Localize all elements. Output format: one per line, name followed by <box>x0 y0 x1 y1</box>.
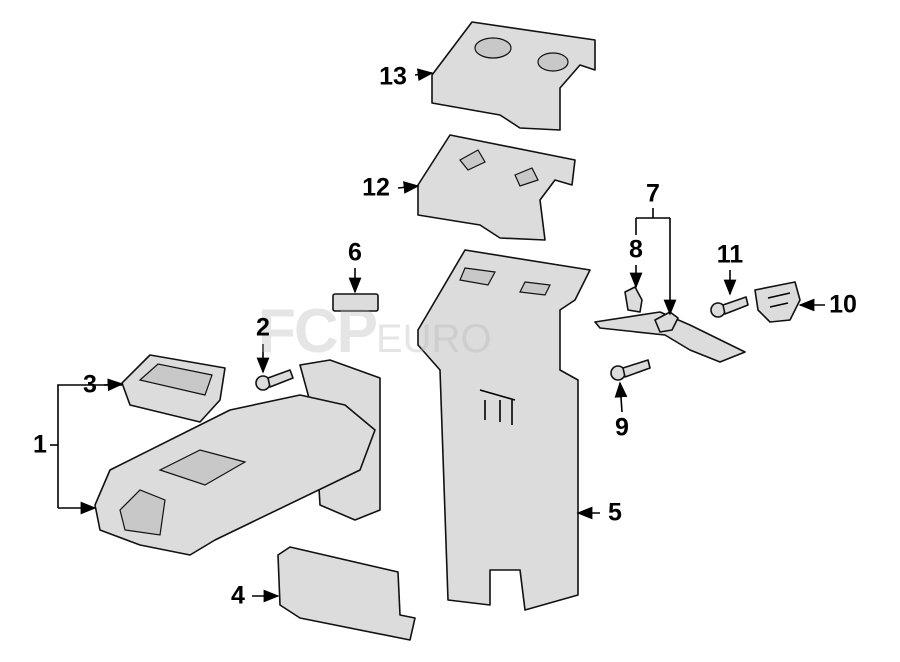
part-8-clip[interactable] <box>624 286 643 313</box>
part-13-lid-cover[interactable] <box>431 21 596 131</box>
callout-13[interactable]: 13 <box>379 62 407 91</box>
callout-1[interactable]: 1 <box>33 430 47 459</box>
callout-2[interactable]: 2 <box>256 313 270 342</box>
callout-5[interactable]: 5 <box>608 498 622 527</box>
callout-11[interactable]: 11 <box>716 240 744 269</box>
part-3-tray[interactable] <box>121 354 226 423</box>
part-4-trim-cover[interactable] <box>277 546 416 641</box>
callout-6[interactable]: 6 <box>348 238 362 267</box>
callout-3[interactable]: 3 <box>83 370 97 399</box>
callout-8[interactable]: 8 <box>629 235 643 264</box>
callout-12[interactable]: 12 <box>362 173 390 202</box>
callout-10[interactable]: 10 <box>829 290 857 319</box>
part-5-console-trim-panel[interactable] <box>417 249 591 611</box>
part-2-bolt[interactable] <box>255 369 294 391</box>
part-6-clip[interactable] <box>332 293 379 312</box>
part-9-screw[interactable] <box>610 359 651 381</box>
leader-lines <box>50 68 825 603</box>
part-11-screw[interactable] <box>710 296 749 318</box>
callout-4[interactable]: 4 <box>231 581 245 610</box>
part-10-latch[interactable] <box>754 281 801 323</box>
part-7-bracket[interactable] <box>594 311 746 363</box>
part-12-lid-insert[interactable] <box>417 134 576 241</box>
part-1-console-bin[interactable] <box>94 359 381 556</box>
watermark-logo: FCPEURO <box>258 297 492 366</box>
callout-7[interactable]: 7 <box>646 179 660 208</box>
callout-9[interactable]: 9 <box>615 413 629 442</box>
